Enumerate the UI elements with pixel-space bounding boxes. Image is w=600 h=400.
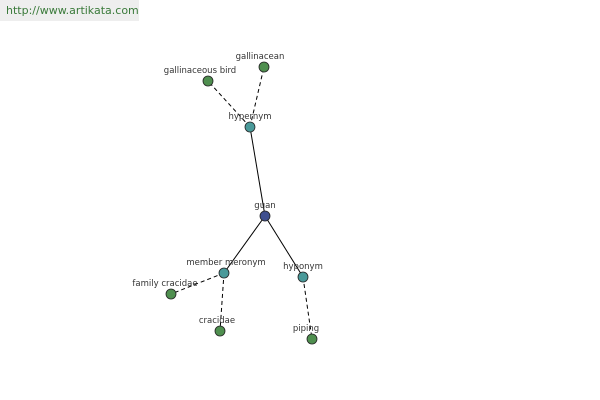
node-marker[interactable]	[214, 325, 226, 337]
node-marker[interactable]	[297, 271, 309, 283]
node-gallinaceous-bird[interactable]: gallinaceous bird	[164, 66, 236, 87]
node-marker[interactable]	[165, 288, 177, 300]
node-label: hyponym	[283, 262, 323, 272]
node-label: gallinaceous bird	[164, 66, 236, 76]
watermark-link[interactable]: http://www.artikata.com	[0, 0, 139, 21]
node-member-meronym[interactable]: member meronym	[186, 258, 266, 279]
node-label: cracidae	[199, 316, 235, 326]
edge-hypernym-to-gallinaceous-bird	[207, 80, 251, 128]
edge-guan-to-hyponym	[264, 215, 304, 278]
node-label: guan	[254, 201, 275, 211]
node-hypernym[interactable]: hypernym	[228, 112, 272, 133]
node-label: hypernym	[228, 112, 271, 122]
node-marker[interactable]	[202, 75, 214, 87]
node-family-cracidae[interactable]: family cracidae	[132, 279, 198, 300]
edge-guan-to-member-meronym	[223, 215, 266, 274]
node-gallinacean[interactable]: gallinacean	[236, 52, 285, 73]
node-hyponym[interactable]: hyponym	[283, 262, 323, 283]
node-guan[interactable]: guan	[254, 201, 276, 222]
edge-member-meronym-to-cracidae	[219, 272, 225, 332]
edge-member-meronym-to-family-cracidae	[170, 272, 225, 295]
nodes-layer: guan hypernym gallinaceous birdgallinacean…	[132, 52, 323, 345]
edge-guan-to-hypernym	[249, 126, 266, 217]
edges-layer	[170, 66, 313, 340]
node-marker[interactable]	[259, 210, 271, 222]
node-marker[interactable]	[218, 267, 230, 279]
node-marker[interactable]	[258, 61, 270, 73]
edge-hyponym-to-piping	[302, 276, 313, 340]
node-label: member meronym	[186, 258, 265, 268]
node-marker[interactable]	[244, 121, 256, 133]
node-label: family cracidae	[132, 279, 197, 289]
node-marker[interactable]	[306, 333, 318, 345]
node-piping[interactable]: piping	[293, 324, 319, 345]
node-label: gallinacean	[236, 52, 285, 62]
edge-hypernym-to-gallinacean	[249, 66, 265, 128]
node-cracidae[interactable]: cracidae	[199, 316, 235, 337]
node-label: piping	[293, 324, 319, 334]
